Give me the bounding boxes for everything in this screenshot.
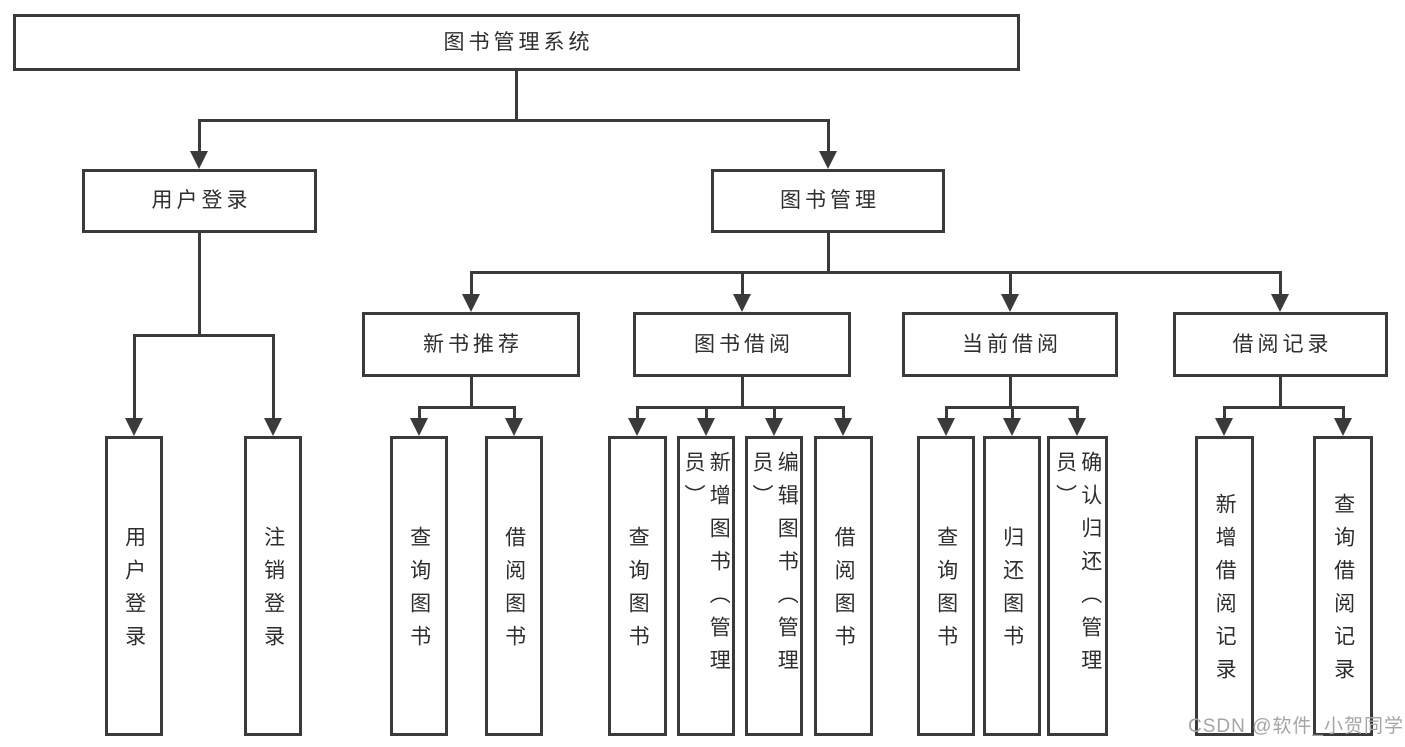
connector-bus — [635, 405, 845, 409]
connector-drop — [772, 407, 776, 422]
connector-stem — [740, 377, 744, 407]
connector-bus — [469, 270, 1282, 274]
node-label-leaf-query-borrow-record: 查询借阅记录 — [1331, 493, 1355, 691]
node-label-new-book-recommend: 新书推荐 — [423, 332, 523, 356]
connector-drop — [740, 272, 744, 298]
node-label-borrowing-records: 借阅记录 — [1232, 332, 1333, 356]
connector-stem — [469, 377, 473, 407]
connector-drop — [417, 407, 421, 422]
connector-drop — [1222, 407, 1226, 422]
connector-drop — [1010, 407, 1014, 422]
node-leaf-query-books-3: 查询图书 — [917, 436, 975, 736]
connector-drop — [197, 120, 201, 155]
node-leaf-user-login: 用户登录 — [105, 436, 163, 736]
node-label-leaf-borrow-books-1: 借阅图书 — [502, 526, 526, 658]
node-leaf-add-borrow-record: 新增借阅记录 — [1195, 436, 1254, 736]
connector-stem — [514, 71, 518, 120]
arrowhead-down-icon — [733, 294, 751, 312]
arrowhead-down-icon — [937, 418, 955, 436]
arrowhead-down-icon — [410, 418, 428, 436]
arrowhead-down-icon — [819, 151, 837, 169]
connector-drop — [944, 407, 948, 422]
arrowhead-down-icon — [1215, 418, 1233, 436]
node-user-login: 用户登录 — [82, 169, 317, 233]
connector-drop — [826, 120, 830, 155]
node-label-user-login: 用户登录 — [151, 189, 252, 213]
node-label-current-borrowing: 当前借阅 — [962, 332, 1062, 356]
arrowhead-down-icon — [125, 418, 143, 436]
node-leaf-borrow-books-1: 借阅图书 — [485, 436, 543, 736]
connector-drop — [132, 335, 136, 422]
connector-drop — [841, 407, 845, 422]
connector-stem — [1278, 377, 1282, 407]
arrowhead-down-icon — [1334, 418, 1352, 436]
connector-bus — [1222, 405, 1345, 409]
node-leaf-edit-books: 编辑图书（管理员） — [745, 436, 803, 736]
connector-drop — [704, 407, 708, 422]
node-book-management: 图书管理 — [711, 169, 945, 233]
arrowhead-down-icon — [628, 418, 646, 436]
node-label-leaf-confirm-return: 确认归还（管理员） — [1053, 451, 1102, 682]
node-leaf-query-borrow-record: 查询借阅记录 — [1313, 436, 1373, 736]
node-borrowing-records: 借阅记录 — [1173, 312, 1388, 377]
arrowhead-down-icon — [834, 418, 852, 436]
arrowhead-down-icon — [697, 418, 715, 436]
node-leaf-confirm-return: 确认归还（管理员） — [1047, 436, 1108, 736]
node-root: 图书管理系统 — [13, 14, 1020, 71]
node-label-leaf-query-books-2: 查询图书 — [626, 526, 650, 658]
node-book-borrowing: 图书借阅 — [633, 312, 851, 377]
connector-bus — [132, 333, 275, 337]
node-leaf-borrow-books-2: 借阅图书 — [814, 436, 873, 736]
connector-drop — [512, 407, 516, 422]
node-label-leaf-borrow-books-2: 借阅图书 — [832, 526, 856, 658]
node-leaf-add-books: 新增图书（管理员） — [677, 436, 735, 736]
connector-bus — [417, 405, 516, 409]
node-leaf-return-books: 归还图书 — [983, 436, 1041, 736]
node-leaf-query-books-2: 查询图书 — [608, 436, 667, 736]
arrowhead-down-icon — [190, 151, 208, 169]
node-label-leaf-edit-books: 编辑图书（管理员） — [750, 451, 799, 682]
node-label-leaf-return-books: 归还图书 — [1000, 526, 1024, 658]
node-label-leaf-query-books-1: 查询图书 — [407, 526, 431, 658]
arrowhead-down-icon — [462, 294, 480, 312]
arrowhead-down-icon — [1068, 418, 1086, 436]
node-label-leaf-add-borrow-record: 新增借阅记录 — [1213, 493, 1237, 691]
node-label-leaf-add-books: 新增图书（管理员） — [682, 451, 731, 682]
connector-stem — [197, 233, 201, 335]
connector-drop — [1008, 272, 1012, 298]
node-current-borrowing: 当前借阅 — [902, 312, 1118, 377]
connector-stem — [1008, 377, 1012, 407]
arrowhead-down-icon — [765, 418, 783, 436]
connector-bus — [197, 118, 830, 122]
connector-drop — [1341, 407, 1345, 422]
node-label-leaf-user-login: 用户登录 — [122, 526, 146, 658]
node-label-book-borrowing: 图书借阅 — [694, 332, 794, 356]
connector-drop — [1278, 272, 1282, 298]
node-leaf-logout: 注销登录 — [244, 436, 302, 736]
connector-drop — [1075, 407, 1079, 422]
connector-drop — [469, 272, 473, 298]
node-label-leaf-query-books-3: 查询图书 — [934, 526, 958, 658]
connector-stem — [826, 233, 830, 272]
arrowhead-down-icon — [1001, 294, 1019, 312]
arrowhead-down-icon — [1003, 418, 1021, 436]
node-label-book-management: 图书管理 — [780, 189, 880, 213]
arrowhead-down-icon — [1271, 294, 1289, 312]
arrowhead-down-icon — [264, 418, 282, 436]
node-label-leaf-logout: 注销登录 — [261, 526, 285, 658]
connector-drop — [635, 407, 639, 422]
arrowhead-down-icon — [505, 418, 523, 436]
node-label-root: 图书管理系统 — [443, 30, 594, 54]
connector-drop — [271, 335, 275, 422]
node-new-book-recommend: 新书推荐 — [362, 312, 580, 377]
node-leaf-query-books-1: 查询图书 — [390, 436, 448, 736]
watermark-text: CSDN @软件_小贺同学 — [1188, 716, 1404, 737]
